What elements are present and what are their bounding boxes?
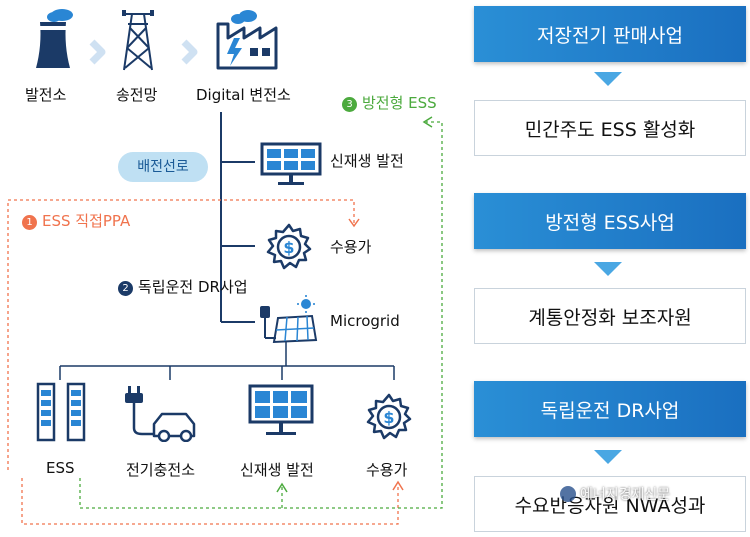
tag-dr-business-number: 2 <box>118 281 133 296</box>
panel-storage-sales: 저장전기 판매사업 <box>474 6 746 62</box>
distribution-line-badge: 배전선로 <box>118 152 208 182</box>
power-plant-label: 발전소 <box>25 86 67 104</box>
svg-text:$: $ <box>283 238 294 257</box>
ev-charger-icon <box>125 386 196 442</box>
consumer-gear-icon: $ <box>266 223 312 270</box>
watermark: 에너지경제신문 <box>560 484 748 514</box>
solar-panel-icon <box>260 142 322 185</box>
bottom-solar-panel-icon <box>248 384 314 435</box>
tag-dr-business-text: 독립운전 DR사업 <box>138 278 248 296</box>
tag-ess-ppa: 1 ESS 직접PPA <box>22 210 130 231</box>
watermark-logo-icon <box>560 486 576 502</box>
bottom-consumer-gear-icon: $ <box>366 393 412 440</box>
tag-grid-ess-number: 3 <box>342 97 357 112</box>
bottom-consumer-label: 수용가 <box>366 461 408 479</box>
tag-grid-ess-text: 방전형 ESS <box>362 94 437 112</box>
panel-arrow-3 <box>594 450 622 464</box>
tag-grid-ess: 3 방전형 ESS <box>342 92 437 113</box>
bottom-ev-charger-label: 전기충전소 <box>126 461 196 479</box>
branch-microgrid-label: Microgrid <box>330 312 400 330</box>
bottom-ess-label: ESS <box>46 459 75 477</box>
bottom-renewable-label: 신재생 발전 <box>240 461 314 479</box>
watermark-text: 에너지경제신문 <box>580 487 671 503</box>
flow-arrow-1 <box>89 39 106 65</box>
ess-ppa-path <box>7 199 355 470</box>
panel-grid-ess: 방전형 ESS사업 <box>474 193 746 249</box>
branch-renewable-label: 신재생 발전 <box>330 152 404 170</box>
substation-label: Digital 변전소 <box>196 86 291 104</box>
grid-ess-path <box>79 121 443 509</box>
tag-dr-business: 2 독립운전 DR사업 <box>118 276 248 297</box>
transmission-tower-icon <box>122 10 154 71</box>
branch-consumer-label: 수용가 <box>330 238 372 256</box>
ess-battery-icon <box>36 382 86 442</box>
substation-factory-icon <box>216 10 278 70</box>
svg-text:$: $ <box>383 408 394 427</box>
panel-private-ess: 민간주도 ESS 활성화 <box>474 100 746 156</box>
panel-arrow-2 <box>594 262 622 276</box>
flow-arrow-2 <box>181 39 198 65</box>
panel-grid-stability: 계통안정화 보조자원 <box>474 288 746 344</box>
panel-dr-business: 독립운전 DR사업 <box>474 381 746 437</box>
transmission-label: 송전망 <box>116 86 158 104</box>
microgrid-solar-icon <box>260 295 318 344</box>
panel-arrow-1 <box>594 72 622 86</box>
tag-ess-ppa-text: ESS 직접PPA <box>42 212 131 230</box>
power-plant-icon <box>36 9 73 68</box>
tag-ess-ppa-number: 1 <box>22 215 37 230</box>
